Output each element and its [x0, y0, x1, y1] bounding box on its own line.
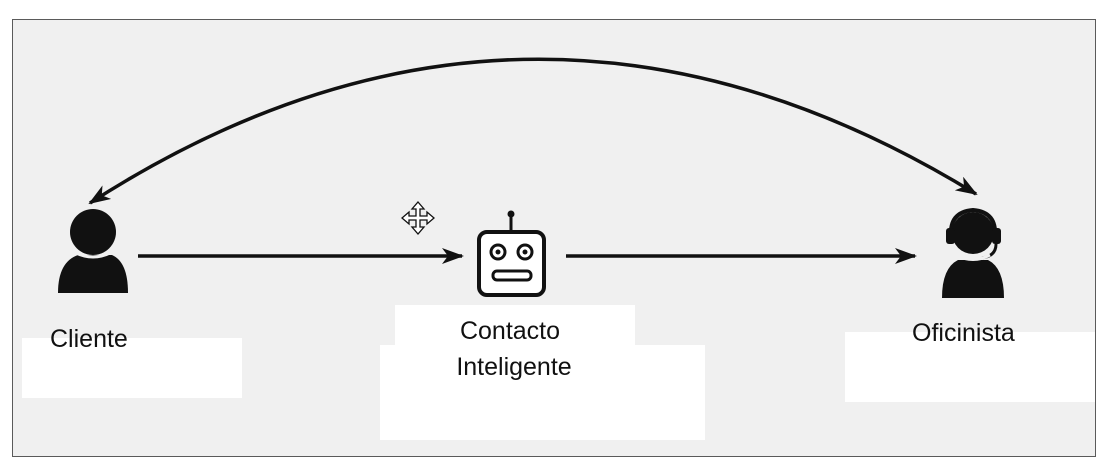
node-label-contacto-line2: Inteligente: [456, 353, 572, 381]
move-cursor-icon: [401, 201, 435, 235]
node-label-contacto-line1: Contacto: [459, 317, 561, 345]
edge-cliente-oficinista: [88, 57, 978, 205]
robot-icon: [477, 210, 546, 297]
label-patch-contacto-top: [395, 305, 635, 350]
person-icon: [58, 209, 128, 293]
label-patch-contacto: [380, 345, 705, 440]
label-patch-oficinista: [845, 332, 1095, 402]
node-label-oficinista: Oficinista: [912, 319, 1015, 347]
node-label-cliente: Cliente: [50, 325, 128, 353]
headset-agent-icon: [942, 207, 1004, 298]
label-patch-cliente: [22, 338, 242, 398]
